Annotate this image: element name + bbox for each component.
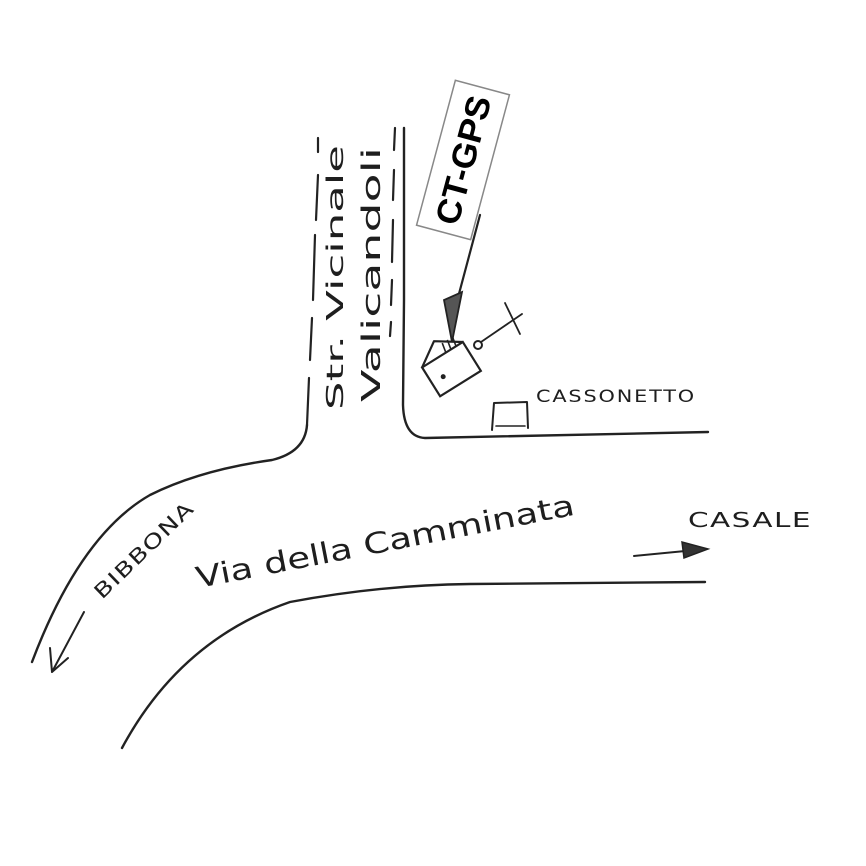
main-road-lower-edge <box>120 580 707 750</box>
side-road-right-edge <box>401 126 710 440</box>
gps-pointer-head-icon <box>442 290 464 343</box>
destination-left-label: BIBBONA <box>89 496 199 604</box>
arrow-head-casale-icon <box>681 540 711 560</box>
main-road-label: Via della Camminata <box>193 488 577 595</box>
side-road-prefix-label: Str. Vicinale <box>323 145 349 410</box>
main-road-upper-left-edge <box>30 423 309 664</box>
gps-tag: CT-GPS <box>415 79 511 241</box>
antenna-knob-icon <box>473 340 483 350</box>
side-road-left-edge <box>305 136 320 427</box>
gps-pointer-line <box>454 213 482 307</box>
side-road-name-label: Valicandoli <box>357 147 387 402</box>
bin-label: CASSONETTO <box>536 387 696 407</box>
antenna-mast-icon <box>480 302 523 343</box>
destination-right-label: CASALE <box>688 508 812 532</box>
bin-icon <box>491 401 529 431</box>
arrow-to-bibbona-icon <box>49 611 85 673</box>
side-road-center-dashes <box>388 126 397 338</box>
gps-station-icon <box>420 336 483 398</box>
